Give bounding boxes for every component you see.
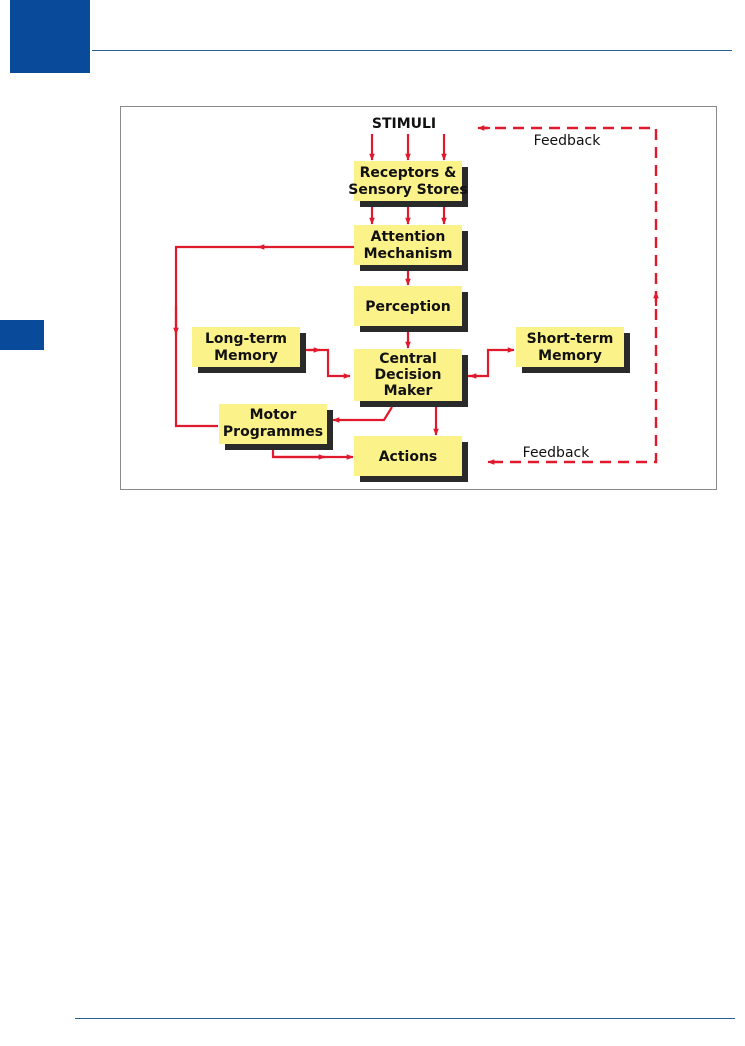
stimuli-label: STIMULI: [372, 116, 436, 132]
central-label-2: Decision: [375, 367, 442, 383]
feedback-dashed-path: [482, 126, 658, 464]
box-actions: Actions: [354, 436, 468, 482]
flow-arrows: [173, 134, 515, 460]
header-rule: [92, 50, 732, 51]
box-central-decision-maker: Central Decision Maker: [354, 349, 468, 407]
perception-label: Perception: [365, 299, 451, 315]
actions-label: Actions: [379, 449, 438, 465]
feedback-label-bottom: Feedback: [523, 445, 591, 461]
short-term-label-1: Short-term: [527, 331, 614, 347]
box-attention: Attention Mechanism: [354, 225, 468, 271]
arrow-central-motor: [332, 406, 393, 423]
feedback-label-top: Feedback: [534, 133, 602, 149]
arrow-central-longterm-in: [306, 348, 351, 379]
side-chapter-tab: [0, 320, 44, 350]
box-long-term-memory: Long-term Memory: [192, 327, 306, 373]
arrow-central-shortterm: [468, 347, 515, 378]
central-label-3: Maker: [384, 383, 433, 399]
receptors-label-1: Receptors &: [360, 165, 457, 181]
short-term-label-2: Memory: [538, 348, 602, 364]
chapter-header-block: [10, 0, 90, 73]
line-left-loop: [174, 245, 260, 428]
attention-label-2: Mechanism: [364, 246, 453, 262]
attention-label-1: Attention: [371, 229, 446, 245]
motor-label-1: Motor: [250, 407, 297, 423]
box-short-term-memory: Short-term Memory: [516, 327, 630, 373]
box-receptors: Receptors & Sensory Stores: [348, 161, 468, 207]
motor-label-2: Programmes: [223, 424, 323, 440]
long-term-label-2: Memory: [214, 348, 278, 364]
feedback-loop: [477, 125, 659, 465]
box-motor-programmes: Motor Programmes: [219, 404, 333, 450]
information-processing-diagram: Receptors & Sensory Stores Attention Mec…: [173, 116, 659, 482]
box-perception: Perception: [354, 286, 468, 332]
central-label-1: Central: [379, 351, 437, 367]
diagram-frame: [120, 106, 717, 490]
long-term-label-1: Long-term: [205, 331, 287, 347]
receptors-label-2: Sensory Stores: [348, 182, 468, 198]
footer-rule: [75, 1018, 735, 1019]
